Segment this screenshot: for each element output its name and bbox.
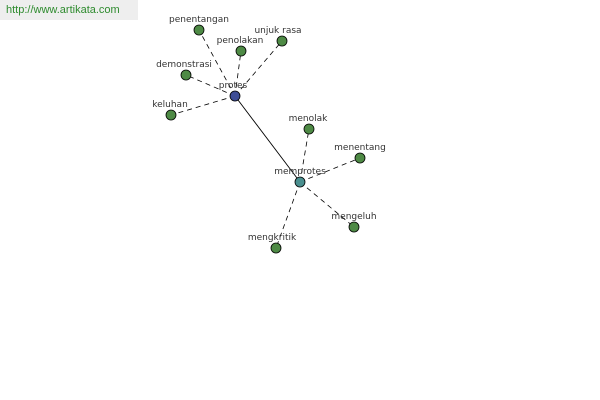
edges-layer: [170, 29, 361, 249]
node-menolak[interactable]: [303, 123, 315, 135]
node-label-menentang[interactable]: menentang: [334, 143, 386, 153]
edge-memprotes-mengeluh: [299, 181, 355, 228]
node-unjuk-rasa[interactable]: [276, 35, 288, 47]
edge-memprotes-menentang: [299, 157, 361, 183]
edge-protes-penolakan: [234, 50, 242, 97]
node-mengkritik[interactable]: [270, 242, 282, 254]
node-label-keluhan[interactable]: keluhan: [152, 100, 188, 110]
node-label-mengeluh[interactable]: mengeluh: [331, 212, 376, 222]
site-url-banner[interactable]: http://www.artikata.com: [0, 0, 138, 20]
node-penolakan[interactable]: [235, 45, 247, 57]
node-label-demonstrasi[interactable]: demonstrasi: [156, 60, 212, 70]
labels-layer: protes memprotes penentangan penolakanunjuk…: [152, 15, 386, 243]
edge-protes-unjuk-rasa: [234, 40, 283, 97]
node-label-protes[interactable]: protes: [219, 81, 248, 91]
node-label-penolakan[interactable]: penolakan: [217, 36, 264, 46]
node-label-mengkritik[interactable]: mengkritik: [248, 233, 297, 243]
node-label-penentangan[interactable]: penentangan: [169, 15, 229, 25]
node-label-menolak[interactable]: menolak: [289, 114, 329, 124]
node-demonstrasi[interactable]: [180, 69, 192, 81]
node-label-unjuk-rasa[interactable]: unjuk rasa: [254, 26, 301, 36]
node-label-memprotes[interactable]: memprotes: [274, 167, 326, 177]
node-memprotes[interactable]: [294, 176, 306, 188]
node-menentang[interactable]: [354, 152, 366, 164]
node-protes[interactable]: [229, 90, 241, 102]
nodes-layer: [165, 24, 366, 254]
edge-protes-memprotes: [234, 95, 301, 183]
node-mengeluh[interactable]: [348, 221, 360, 233]
node-penentangan[interactable]: [193, 24, 205, 36]
edge-protes-keluhan: [170, 95, 236, 116]
edge-protes-penentangan: [198, 29, 236, 97]
node-keluhan[interactable]: [165, 109, 177, 121]
edge-memprotes-mengkritik: [275, 181, 301, 249]
